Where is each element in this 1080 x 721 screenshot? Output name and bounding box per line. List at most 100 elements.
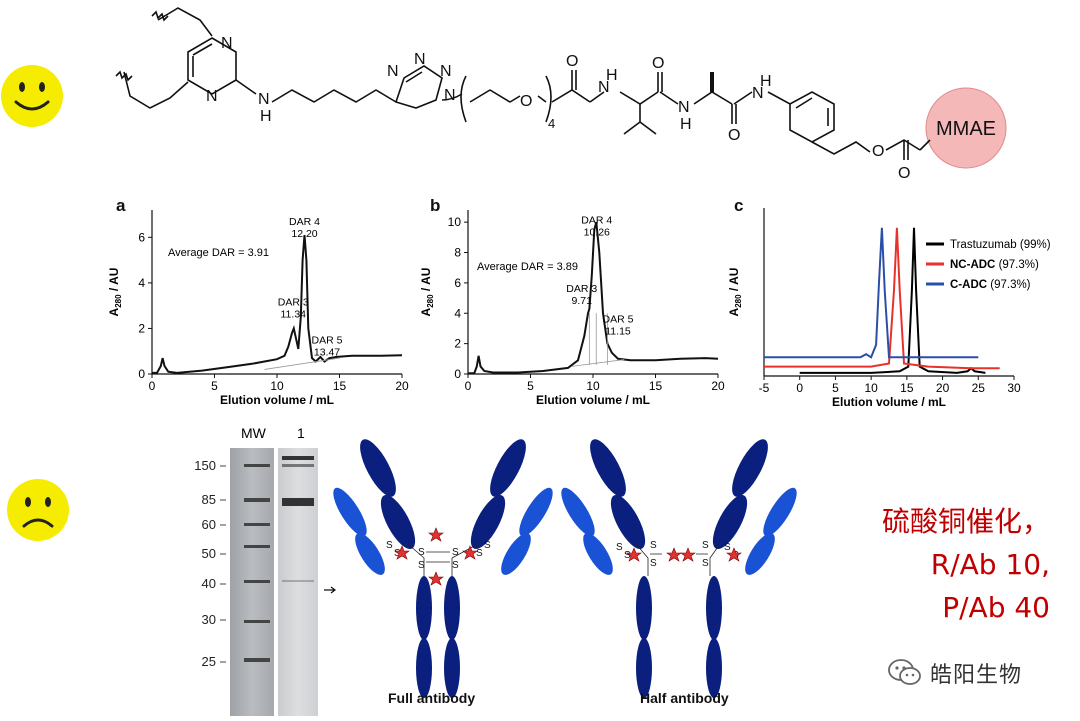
svg-text:S: S xyxy=(624,550,631,561)
x-tick-label: 0 xyxy=(149,379,156,393)
y-tick-label: 0 xyxy=(138,367,145,381)
panel-letter-a: a xyxy=(116,196,126,215)
svg-text:N: N xyxy=(387,63,399,80)
svg-text:N: N xyxy=(206,88,218,105)
y-tick-label: 4 xyxy=(138,276,145,290)
note-line-1: 硫酸铜催化， xyxy=(881,505,1050,538)
panel-letter-b: b xyxy=(430,196,441,215)
series-line xyxy=(764,227,979,359)
x-tick-label: 15 xyxy=(649,379,663,393)
peak-value-label: 11.34 xyxy=(281,309,307,321)
x-axis-label: Elution volume / mL xyxy=(832,395,946,409)
series-line xyxy=(764,227,1000,370)
y-tick-label: 6 xyxy=(454,276,461,290)
peak-value-label: 12.20 xyxy=(291,228,317,240)
happy-face-icon xyxy=(1,65,63,127)
y-axis-label: A280 / AU xyxy=(727,268,743,317)
x-tick-label: 10 xyxy=(270,379,284,393)
svg-text:S: S xyxy=(452,560,459,571)
svg-text:H: H xyxy=(680,116,692,133)
svg-text:S: S xyxy=(724,542,731,553)
x-tick-label: 20 xyxy=(395,379,409,393)
gel-marker-150: 150 xyxy=(194,458,216,473)
gel-marker-30: 30 xyxy=(202,612,216,627)
svg-text:N: N xyxy=(678,99,690,116)
svg-text:N: N xyxy=(752,85,764,102)
y-axis-label: A280 / AU xyxy=(419,268,435,317)
peak-name-label: DAR 3 xyxy=(566,283,597,295)
svg-text:S: S xyxy=(650,558,657,569)
svg-text:S: S xyxy=(418,560,425,571)
svg-text:N: N xyxy=(221,35,233,52)
peak-name-label: DAR 3 xyxy=(278,297,309,309)
gel-marker-85: 85 xyxy=(202,492,216,507)
peak-value-label: 11.15 xyxy=(605,325,631,337)
gel-lane-label-mw: MW xyxy=(241,425,267,441)
watermark-text: 皓阳生物 xyxy=(930,663,1023,688)
peak-value-label: 9.71 xyxy=(572,295,593,307)
x-tick-label: 15 xyxy=(900,381,914,395)
svg-text:O: O xyxy=(566,53,578,70)
chart-b-annotation: Average DAR = 3.89 xyxy=(477,261,578,273)
gel-lane-1 xyxy=(278,448,318,716)
x-tick-label: 5 xyxy=(211,379,218,393)
legend-label: Trastuzumab (99%) xyxy=(950,239,1051,251)
watermark: 皓阳生物 xyxy=(888,656,1022,690)
baseline xyxy=(571,359,625,367)
drug-star-icon xyxy=(626,547,742,562)
peak-name-label: DAR 5 xyxy=(312,334,343,346)
svg-text:N: N xyxy=(414,51,426,68)
reaction-condition-note: 硫酸铜催化， R/Ab 10, P/Ab 40 xyxy=(820,500,1050,629)
x-tick-label: -5 xyxy=(759,381,770,395)
svg-text:O: O xyxy=(728,127,740,144)
svg-text:O: O xyxy=(520,93,532,110)
svg-text:S: S xyxy=(650,540,657,551)
svg-text:N: N xyxy=(598,79,610,96)
svg-text:S: S xyxy=(394,548,401,559)
baseline xyxy=(264,357,340,370)
wechat-icon xyxy=(888,659,921,685)
svg-text:H: H xyxy=(606,67,618,84)
svg-text:H: H xyxy=(760,73,772,90)
linker-structure: N N NH N N N N O 4 O NH O NH O NH O O MM… xyxy=(115,7,1007,182)
svg-text:S: S xyxy=(418,547,425,558)
sad-face-icon xyxy=(7,479,69,541)
x-tick-label: 5 xyxy=(527,379,534,393)
svg-text:S: S xyxy=(702,558,709,569)
gel-marker-60: 60 xyxy=(202,517,216,532)
y-tick-label: 6 xyxy=(138,230,145,244)
x-tick-label: 30 xyxy=(1007,381,1021,395)
x-tick-label: 10 xyxy=(864,381,878,395)
svg-text:S: S xyxy=(702,540,709,551)
y-axis-label: A280 / AU xyxy=(107,268,123,317)
y-tick-label: 2 xyxy=(454,337,461,351)
x-tick-label: 15 xyxy=(333,379,347,393)
note-line-2: R/Ab 10, xyxy=(930,548,1050,581)
svg-text:N: N xyxy=(444,87,456,104)
svg-text:S: S xyxy=(386,540,393,551)
peak-name-label: DAR 4 xyxy=(581,215,612,227)
peak-name-label: DAR 5 xyxy=(603,313,634,325)
gel-marker-40: 40 xyxy=(202,576,216,591)
svg-text:S: S xyxy=(452,547,459,558)
x-tick-label: 5 xyxy=(832,381,839,395)
x-tick-label: 20 xyxy=(936,381,950,395)
peak-value-label: 13.47 xyxy=(314,346,340,358)
y-tick-label: 0 xyxy=(454,367,461,381)
svg-text:O: O xyxy=(898,165,910,182)
series-line xyxy=(468,221,719,375)
drug-star-icon xyxy=(394,527,478,586)
svg-text:N: N xyxy=(258,91,270,108)
svg-text:S: S xyxy=(616,542,623,553)
svg-text:S: S xyxy=(484,540,491,551)
gel-marker-50: 50 xyxy=(202,546,216,561)
x-axis-label: Elution volume / mL xyxy=(536,393,650,407)
svg-text:N: N xyxy=(440,63,452,80)
y-tick-label: 10 xyxy=(448,215,462,229)
svg-text:O: O xyxy=(872,143,884,160)
chart-a-annotation: Average DAR = 3.91 xyxy=(168,247,269,259)
full-antibody-diagram: SS SS SS SS xyxy=(333,439,553,698)
